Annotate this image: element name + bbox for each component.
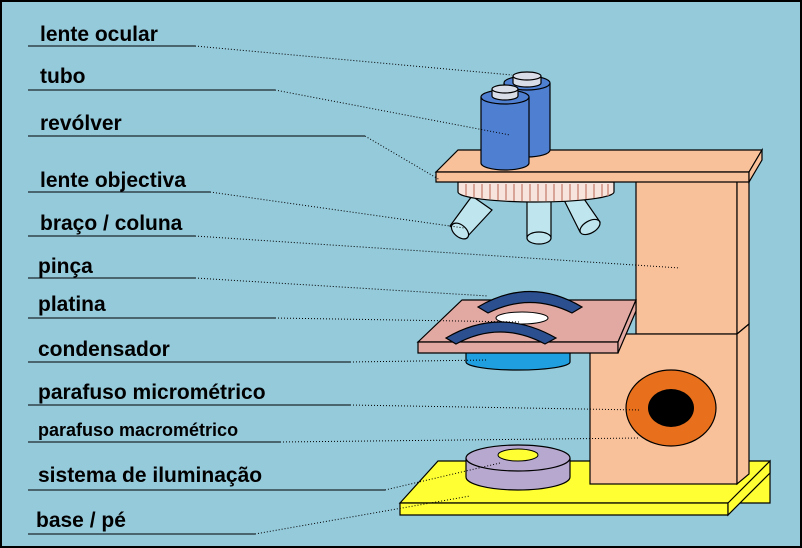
sistema-iluminacao-lamp	[465, 444, 571, 491]
condensador-shape	[465, 350, 571, 371]
label-lente-ocular: lente ocular	[40, 23, 158, 46]
label-underlines	[28, 45, 385, 535]
leader-parafuso-micrometrico	[349, 404, 641, 411]
label-revolver: revólver	[40, 112, 122, 135]
pinca-clips	[444, 291, 584, 345]
revolver-shape	[457, 181, 615, 203]
tubo-shapes	[480, 71, 551, 171]
leader-platina	[274, 317, 521, 323]
leader-lente-objectiva	[209, 191, 465, 229]
label-lente-objectiva: lente objectiva	[40, 169, 186, 192]
pinca-clip-back	[476, 291, 584, 314]
leader-pinca	[194, 277, 489, 297]
label-platina: platina	[38, 293, 106, 316]
leader-parafuso-macrometrico	[279, 437, 641, 443]
leader-revolver	[364, 135, 441, 181]
leader-lente-ocular	[194, 45, 513, 76]
leader-braco-coluna	[194, 235, 681, 269]
label-braco-coluna: braço / coluna	[40, 212, 183, 235]
label-tubo: tubo	[40, 65, 86, 88]
label-parafuso-macrometrico: parafuso macrométrico	[38, 420, 239, 440]
lente-objectiva-shapes	[449, 195, 601, 245]
label-base-pe: base / pé	[36, 509, 126, 532]
label-pinca: pinça	[38, 255, 93, 278]
leader-lines	[194, 45, 681, 535]
pinca-clip-front	[444, 321, 558, 345]
label-condensador: condensador	[38, 338, 170, 361]
label-sistema-iluminacao: sistema de iluminação	[38, 464, 263, 487]
leader-base-pe	[254, 495, 471, 535]
label-parafuso-micrometrico: parafuso micrométrico	[38, 381, 266, 404]
leader-tubo	[274, 89, 511, 136]
parafuso-micrometrico-knob	[625, 369, 717, 447]
leader-condensador	[349, 359, 488, 363]
